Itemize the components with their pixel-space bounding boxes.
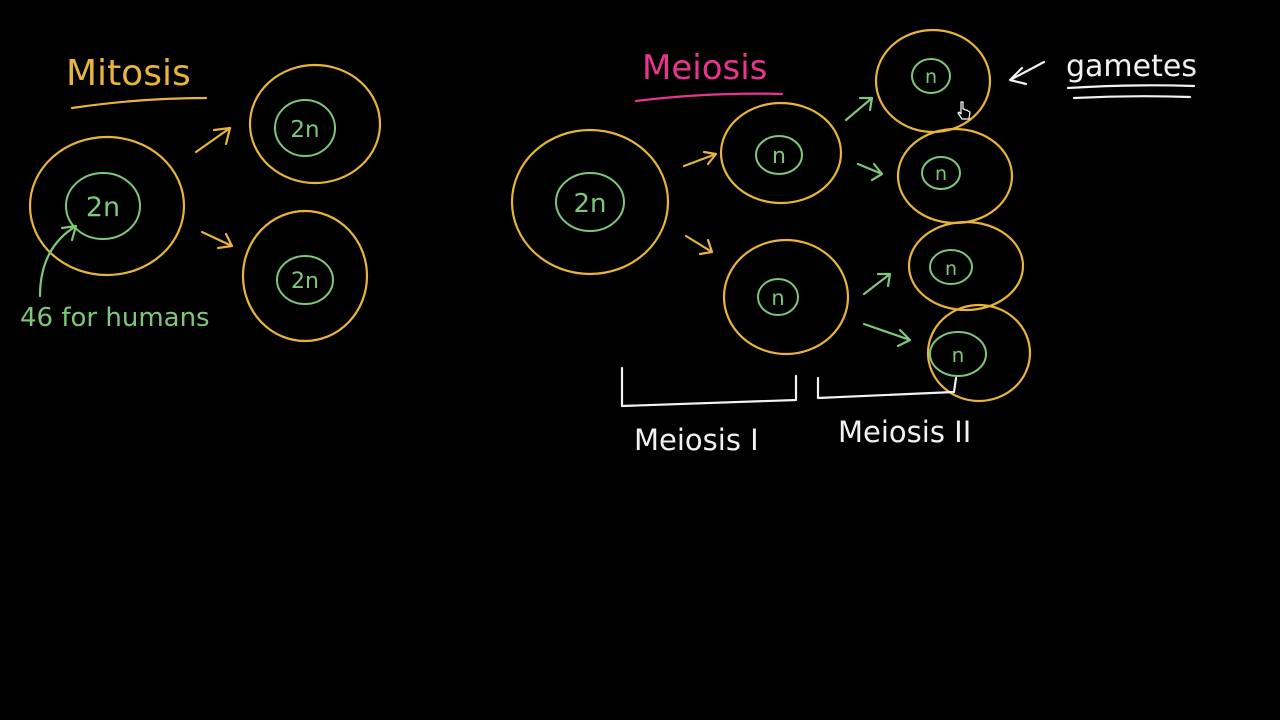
mitosis-parent-label: 2n	[86, 192, 120, 223]
gamete-cell-3: n	[907, 220, 1025, 312]
mitosis-arrow-bottom	[200, 230, 234, 250]
gamete-cell-2: n	[896, 127, 1014, 225]
meiosis-arrow-to-bottom	[684, 234, 714, 256]
gamete-4-label: n	[952, 343, 965, 367]
gamete-cell-4: n	[926, 303, 1032, 403]
mitosis-section: Mitosis 2n 2n 2n 46 for humans	[20, 53, 382, 343]
mitosis-title: Mitosis	[66, 53, 191, 94]
meiosis-title-underline	[634, 92, 784, 103]
meiosis-stage1-bottom-label: n	[771, 286, 784, 310]
pointer-hand-icon	[957, 101, 971, 120]
meiosis-parent-cell: 2n	[510, 128, 670, 276]
meiosis-2-bracket	[816, 376, 958, 400]
annotation-arrow	[38, 224, 78, 298]
mitosis-daughter-bottom-cell: 2n	[241, 209, 369, 343]
meiosis-arrow-gamete-3	[862, 272, 892, 296]
meiosis-parent-label: 2n	[573, 189, 606, 219]
gametes-underline-2	[1072, 95, 1192, 100]
meiosis-1-bracket	[620, 366, 798, 408]
gamete-cell-1: n	[874, 28, 992, 134]
gamete-1-label: n	[925, 66, 937, 88]
mitosis-daughter-top-label: 2n	[290, 117, 319, 143]
mitosis-annotation: 46 for humans	[20, 303, 210, 333]
gametes-label: gametes	[1066, 49, 1197, 84]
mitosis-title-underline	[70, 96, 208, 110]
meiosis-stage1-bottom-cell: n	[722, 238, 850, 356]
gamete-3-label: n	[945, 258, 957, 280]
meiosis-title: Meiosis	[642, 48, 767, 88]
gamete-2-label: n	[935, 163, 947, 185]
gametes-pointer-arrow	[1008, 60, 1046, 86]
meiosis-arrow-gamete-1	[844, 96, 874, 122]
meiosis-stage1-top-label: n	[772, 144, 786, 169]
meiosis-stage1-top-cell: n	[719, 101, 843, 205]
meiosis-1-label: Meiosis I	[634, 423, 759, 457]
mitosis-daughter-bottom-label: 2n	[291, 269, 319, 294]
meiosis-arrow-gamete-2	[856, 162, 884, 182]
meiosis-arrow-gamete-4	[862, 322, 912, 348]
mitosis-daughter-top-cell: 2n	[248, 63, 382, 185]
meiosis-section: Meiosis 2n n n	[510, 28, 1197, 457]
mitosis-parent-cell: 2n	[28, 135, 186, 277]
gametes-underline-1	[1066, 84, 1196, 90]
meiosis-arrow-to-top	[682, 150, 718, 168]
mitosis-arrow-top	[194, 126, 232, 154]
meiosis-2-label: Meiosis II	[838, 415, 971, 449]
